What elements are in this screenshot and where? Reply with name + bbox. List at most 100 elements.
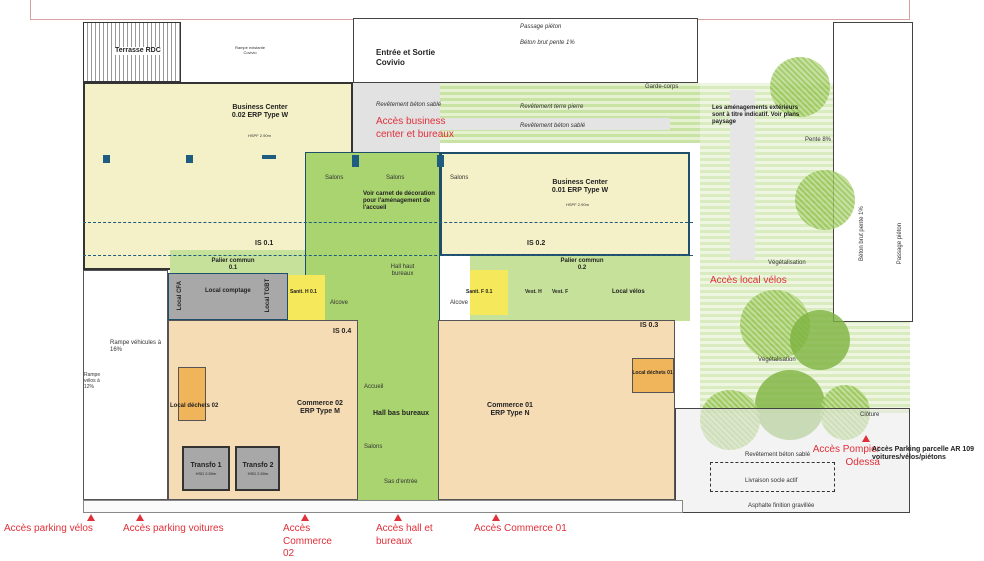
tree <box>795 170 855 230</box>
sanit-h-label: Sanit. H 0.1 <box>290 289 317 295</box>
is02-label: IS 0.2 <box>527 240 546 247</box>
vest-f-label: Vest. F <box>552 289 569 295</box>
passage-pieton-right-label: Passage piéton <box>897 222 904 265</box>
livraison-label: Livraison socle actif <box>745 478 798 484</box>
column <box>352 155 359 167</box>
access-arrow <box>136 514 144 521</box>
local-comptage-label: Local comptage <box>205 288 251 294</box>
transfo-1 <box>182 446 230 491</box>
parking-ar109-label: Accès Parking parcelle AR 109 voitures/v… <box>872 446 975 462</box>
access-parking-velos: Accès parking vélos <box>4 523 93 534</box>
rampe-existante-label: Rampe existante Covivio <box>234 45 265 55</box>
sanitaires-yellow <box>287 275 325 320</box>
vegetalisation-top-label: Végétalisation <box>768 260 806 266</box>
commerce01-type: ERP Type N <box>490 410 530 418</box>
commerce02-type: ERP Type M <box>300 408 340 416</box>
revetement-bas-label: Revêtement béton sablé <box>745 452 811 458</box>
entree-sortie-label: Entrée et Sortie Covivio <box>376 48 436 67</box>
column <box>262 155 276 159</box>
palier-02-label: Palier commun 0.2 <box>560 258 604 272</box>
amenagements-note: Les aménagements extérieurs sont à titre… <box>712 105 800 126</box>
sanit-f-label: Sanit. F 0.1 <box>466 289 493 295</box>
vegetalisation-label: Végétalisation <box>758 357 796 363</box>
bc01-zone <box>440 152 690 256</box>
is04-label: IS 0.4 <box>333 328 352 335</box>
beton-brut-label: Béton brut pente 1% <box>520 40 575 46</box>
commerce02-name: Commerce 02 <box>297 400 343 407</box>
palier-green <box>170 250 305 275</box>
transfo1-label: Transfo 1 HSD 2.50m <box>184 462 228 479</box>
beton-brut-right-label: Béton brut pente 1% <box>858 206 865 261</box>
is03-label: IS 0.3 <box>640 322 659 329</box>
bc01-name: Business Center <box>552 179 608 186</box>
palier-01-label: Palier commun 0.1 <box>211 258 255 272</box>
access-arrow <box>394 514 402 521</box>
alcove-left: Alcove <box>330 300 349 306</box>
local-dechets-02-label: Local déchets 02 <box>170 403 219 409</box>
access-local-velos: Accès local vélos <box>710 275 787 286</box>
transfo1-hsd: HSD 2.50m <box>195 471 217 477</box>
technical-rooms <box>168 273 288 320</box>
transfo1-name: Transfo 1 <box>190 462 222 469</box>
commerce01-name: Commerce 01 <box>487 402 533 409</box>
salons-left: Salons <box>325 175 344 181</box>
tree <box>790 310 850 370</box>
access-arrow <box>301 514 309 521</box>
local-dechets-01-label: Local déchets 01 <box>632 370 673 376</box>
revetement-terre-label: Revêtement terre pierre <box>520 104 584 110</box>
local-velos-label: Local vélos <box>612 289 645 295</box>
grid-line <box>83 255 693 256</box>
transfo2-hsd: HSD 2.50m <box>247 471 269 477</box>
local-cfa-label: Local CFA <box>177 280 184 311</box>
garde-corps-label: Garde-corps <box>645 84 679 90</box>
access-business-center: Accès business center et bureaux <box>376 116 454 140</box>
site-boundary <box>30 0 910 20</box>
transfo2-name: Transfo 2 <box>242 462 274 469</box>
local-dechets-01 <box>632 358 674 393</box>
column <box>437 155 444 167</box>
livraison-zone <box>710 462 835 492</box>
bc02-name: Business Center <box>232 104 288 111</box>
pente-label: Pente 8% <box>805 137 832 143</box>
column <box>103 155 110 163</box>
revetement-terre-strip <box>440 83 700 143</box>
entry-forecourt <box>353 83 440 153</box>
column <box>186 155 193 163</box>
bc01-hspf: HSPF 2.90m <box>566 202 589 207</box>
salons-right: Salons <box>450 175 469 181</box>
access-arrow <box>87 514 95 521</box>
local-dechets-02 <box>178 367 206 421</box>
access-commerce01: Accès Commerce 01 <box>474 523 567 534</box>
access-hall: Accès hall et bureaux <box>376 523 433 547</box>
revetement-beton-label: Revêtement béton sablé <box>520 123 586 129</box>
bc01-type: 0.01 ERP Type W <box>551 187 609 195</box>
terrasse-label: Terrasse RDC <box>115 47 161 56</box>
access-commerce02: Accès Commerce 02 <box>283 523 332 559</box>
cloture-label: Clôture <box>860 412 880 418</box>
asphalte-label: Asphalte finition gravillée <box>748 503 815 509</box>
bc02-type: 0.02 ERP Type W <box>231 112 289 120</box>
ramp-area <box>83 270 168 500</box>
vest-h-label: Vest. H <box>525 289 542 295</box>
accueil-label: Accueil <box>364 384 384 390</box>
voir-carnet-note: Voir carnet de décoration pour l'aménage… <box>363 191 435 212</box>
hall-green <box>305 152 440 347</box>
sas-label: Sas d'entrée <box>384 479 418 485</box>
sidewalk <box>83 500 683 513</box>
passage-pieton-label: Passage piéton <box>520 24 562 30</box>
rampe-velos-label: Rampe vélos à 12% <box>84 372 101 390</box>
access-parking-voitures: Accès parking voitures <box>123 523 224 534</box>
revetement-beton-strip <box>440 118 670 130</box>
access-pompier: Accès Pompier Odessa <box>812 444 880 468</box>
commerce01-zone <box>438 320 675 500</box>
lower-yard <box>675 408 910 513</box>
salons-bas-label: Salons <box>364 444 383 450</box>
transfo2-label: Transfo 2 HSD 2.50m <box>236 462 280 479</box>
revetement-top-label: Revêtement béton sablé <box>376 102 442 108</box>
sanitaires2-yellow <box>470 270 508 315</box>
salons-center: Salons <box>386 175 405 181</box>
